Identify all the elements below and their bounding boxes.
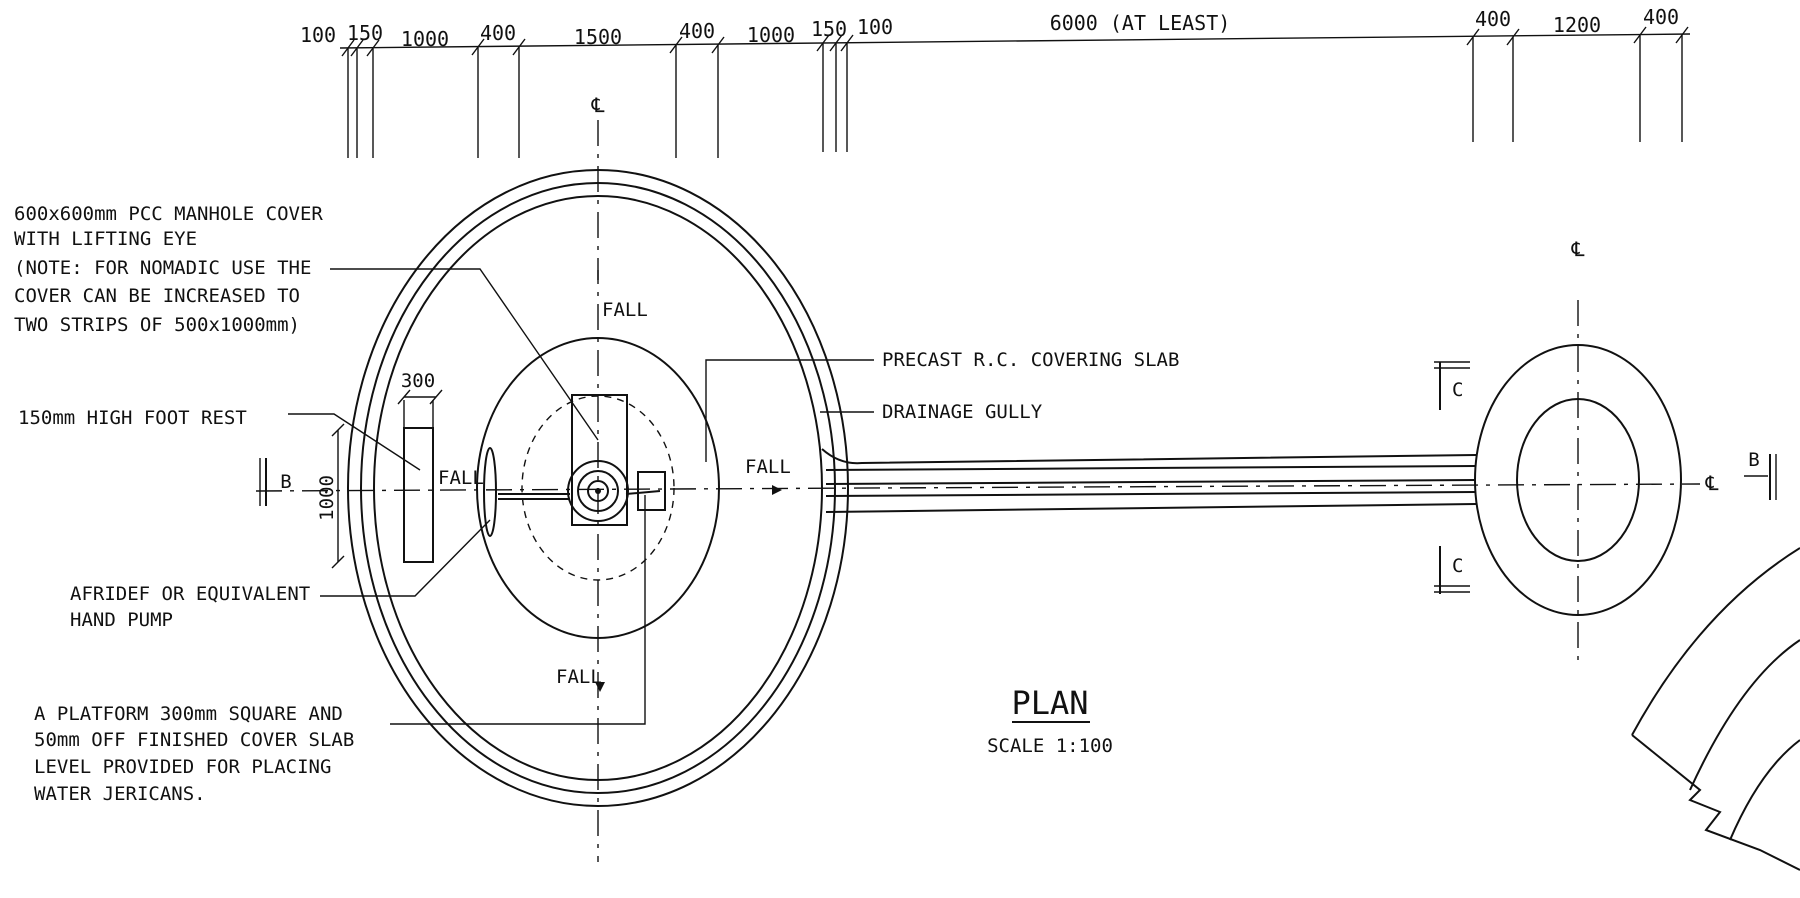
dim-label-1500: 1500 — [574, 25, 622, 49]
apron-outer-edge — [347, 169, 849, 807]
fall-label-top: FALL — [602, 299, 648, 321]
dim-label-100: 100 — [300, 23, 336, 47]
covering-slab-circle — [476, 337, 720, 639]
dimension-chain: 100 150 1000 400 1500 400 1000 150 100 6… — [300, 5, 1691, 158]
leader-covering-slab — [705, 359, 874, 462]
channel-edge-5 — [825, 503, 1477, 513]
svg-text:AFRIDEF OR EQUIVALENT: AFRIDEF OR EQUIVALENT — [70, 583, 310, 605]
soakaway-outer — [1474, 344, 1682, 616]
channel-edge-2 — [825, 465, 1477, 471]
section-b-right-label: B — [1748, 449, 1759, 471]
title-block: PLAN SCALE 1:100 — [987, 684, 1113, 757]
pump-handle-end — [483, 447, 497, 537]
dim-label-6000: 6000 (AT LEAST) — [1050, 11, 1231, 35]
centreline-symbol-tank: ℄ — [1571, 237, 1585, 261]
dim-1000-label: 1000 — [316, 475, 338, 521]
fragment-arc-mid — [1689, 639, 1800, 791]
soakaway-inner — [1516, 398, 1640, 562]
leader-hand-pump — [320, 519, 491, 597]
dim-label-400b: 400 — [679, 19, 715, 43]
fall-label-left: FALL — [438, 467, 484, 489]
callout-drainage-gully: DRAINAGE GULLY — [882, 401, 1043, 423]
leader-platform — [390, 495, 646, 725]
manhole-cover — [571, 394, 628, 526]
dim-label-1000: 1000 — [401, 27, 449, 51]
dim-label-400d: 400 — [1643, 5, 1679, 29]
callout-covering-slab: PRECAST R.C. COVERING SLAB — [882, 349, 1179, 371]
section-b-left-label: B — [280, 471, 291, 493]
apron — [347, 169, 849, 807]
dimension-line — [339, 33, 1691, 49]
pump-centre — [595, 488, 601, 494]
svg-text:HAND PUMP: HAND PUMP — [70, 609, 173, 631]
section-c-bottom-label: C — [1452, 555, 1463, 577]
soakaway — [1474, 344, 1682, 616]
fall-label-bottom: FALL — [556, 666, 602, 688]
channel-edge-1 — [821, 448, 1477, 465]
adjacent-section-fragment — [1631, 547, 1800, 871]
foot-rest-block — [403, 427, 434, 563]
callout-foot-rest: 150mm HIGH FOOT REST — [18, 407, 247, 429]
foot-rest: 300 1000 — [316, 370, 443, 569]
section-c-top-label: C — [1452, 379, 1463, 401]
leader-manhole-cover — [330, 268, 599, 441]
dim-label-100b: 100 — [857, 15, 893, 39]
dim-label-400: 400 — [480, 21, 516, 45]
pump-base-inner — [587, 480, 609, 502]
section-markers: B B C C — [259, 361, 1777, 594]
callout-hand-pump: AFRIDEF OR EQUIVALENT HAND PUMP — [70, 583, 310, 631]
pump-base-middle — [577, 470, 619, 512]
pump-base-outer — [567, 460, 629, 522]
callout-platform: A PLATFORM 300mm SQUARE AND 50mm OFF FIN… — [34, 703, 354, 805]
centreline-symbol-main: ℄ — [591, 93, 605, 117]
plan-title: PLAN — [1011, 684, 1088, 722]
jerrican-platform — [637, 471, 666, 511]
svg-text:WITH LIFTING EYE: WITH LIFTING EYE — [14, 228, 197, 250]
dim-label-1000b: 1000 — [747, 23, 795, 47]
drain-channel — [821, 448, 1477, 513]
dim-label-1200: 1200 — [1553, 13, 1601, 37]
dimension-ticks — [341, 26, 1689, 57]
svg-text:WATER JERICANS.: WATER JERICANS. — [34, 783, 206, 805]
channel-edge-4 — [825, 491, 1477, 497]
fall-label-right: FALL — [745, 456, 791, 478]
svg-text:(NOTE: FOR NOMADIC USE THE: (NOTE: FOR NOMADIC USE THE — [14, 257, 311, 279]
dim-300-label: 300 — [401, 370, 435, 392]
svg-text:600x600mm PCC MANHOLE COVER: 600x600mm PCC MANHOLE COVER — [14, 203, 323, 225]
fall-arrows: FALL FALL FALL FALL — [438, 270, 791, 692]
dim-label-150: 150 — [347, 21, 383, 45]
dim-label-400c: 400 — [1475, 7, 1511, 31]
apron-edge-2 — [360, 182, 836, 794]
leader-foot-rest — [288, 413, 421, 471]
callout-manhole-cover: 600x600mm PCC MANHOLE COVER WITH LIFTING… — [14, 203, 323, 336]
fragment-arc-outer — [1631, 547, 1800, 736]
drainage-gully-edge — [373, 195, 823, 781]
svg-text:50mm OFF FINISHED COVER SLAB: 50mm OFF FINISHED COVER SLAB — [34, 729, 354, 751]
plan-scale: SCALE 1:100 — [987, 735, 1113, 757]
manhole-assembly — [483, 394, 666, 537]
fragment-arc-inner — [1729, 739, 1800, 841]
centreline-symbol-right: ℄ — [1705, 471, 1719, 495]
fragment-break-line — [1631, 734, 1800, 871]
leader-lines — [288, 268, 874, 725]
svg-text:TWO STRIPS OF 500x1000mm): TWO STRIPS OF 500x1000mm) — [14, 314, 300, 336]
svg-text:LEVEL PROVIDED FOR PLACING: LEVEL PROVIDED FOR PLACING — [34, 756, 331, 778]
svg-text:A PLATFORM 300mm SQUARE AND: A PLATFORM 300mm SQUARE AND — [34, 703, 343, 725]
svg-text:COVER CAN BE INCREASED TO: COVER CAN BE INCREASED TO — [14, 285, 300, 307]
pump-spout — [625, 490, 661, 495]
extension-lines — [347, 35, 1683, 158]
dim-label-150b: 150 — [811, 17, 847, 41]
channel-edge-3 — [825, 479, 1477, 485]
